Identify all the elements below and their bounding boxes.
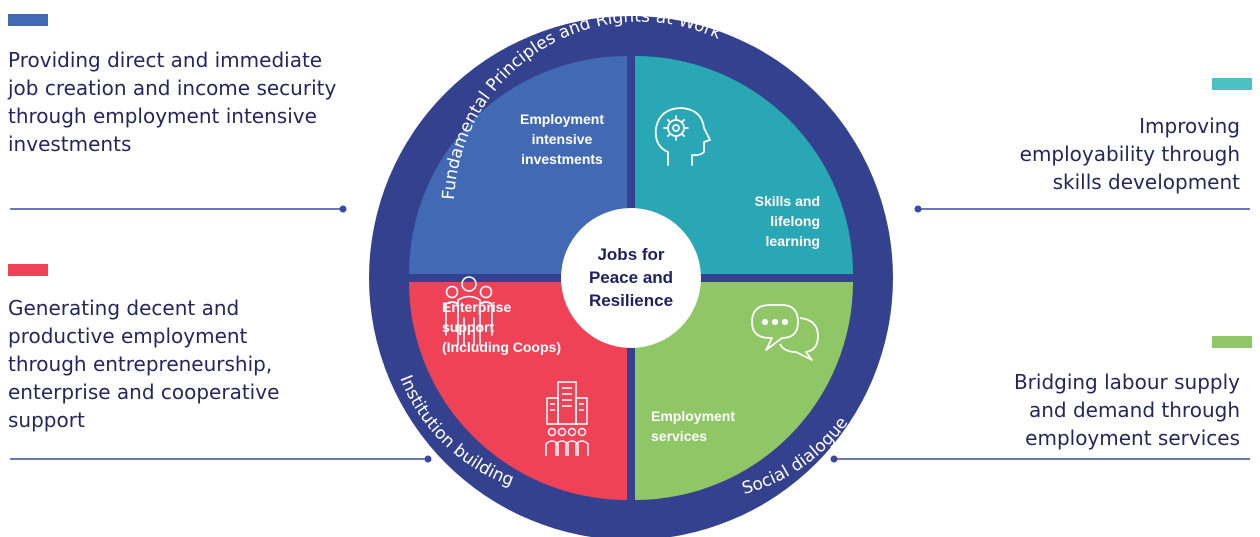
description-line: investments — [8, 132, 132, 156]
description-line: support — [8, 408, 85, 432]
quadrant-label-line: lifelong — [770, 213, 820, 229]
swatch-top-left — [8, 14, 48, 26]
swatch-bottom-right — [1212, 336, 1252, 348]
description-line: through employment intensive — [8, 104, 317, 128]
description-bottom-right: Bridging labour supply and demand throug… — [1014, 368, 1240, 452]
connector-dot — [830, 455, 838, 463]
quadrant-employment-intensive — [409, 56, 627, 274]
quadrant-label-line: Enterprise — [442, 299, 511, 315]
description-bottom-left: Generating decent and productive employm… — [8, 294, 279, 434]
description-line: Bridging labour supply — [1013, 370, 1240, 394]
quadrant-label-line: support — [442, 319, 494, 335]
quadrant-label-line: Employment — [520, 111, 604, 127]
description-line: employment services — [1025, 426, 1240, 450]
description-line: employability through — [1019, 142, 1240, 166]
description-line: and demand through — [1028, 398, 1240, 422]
description-line: productive employment — [8, 324, 248, 348]
description-top-left: Providing direct and immediate job creat… — [8, 46, 336, 158]
description-line: job creation and income security — [8, 76, 337, 100]
swatch-bottom-left — [8, 264, 48, 276]
quadrant-label-line: Employment — [651, 408, 735, 424]
connector-dot — [424, 455, 432, 463]
connector-dot — [339, 205, 347, 213]
connector-dot — [914, 205, 922, 213]
quadrant-skills — [635, 56, 853, 274]
quadrant-label-line: (Including Coops) — [442, 339, 561, 355]
connector-lines — [10, 205, 1250, 463]
description-top-right: Improving employability through skills d… — [1020, 112, 1240, 196]
quadrant-label-line: investments — [521, 151, 603, 167]
quadrant-label-line: intensive — [532, 131, 593, 147]
swatch-top-right — [1212, 78, 1252, 90]
description-line: Generating decent and — [8, 296, 240, 320]
chat-bubbles-icon — [751, 304, 819, 361]
description-line: enterprise and cooperative — [8, 380, 280, 404]
center-circle — [561, 208, 701, 348]
center-label-line: Peace and — [589, 268, 673, 287]
description-line: through entrepreneurship, — [8, 352, 273, 376]
people-group-icon — [445, 276, 493, 346]
description-line: Providing direct and immediate — [8, 48, 323, 72]
description-line: Improving — [1139, 114, 1240, 138]
quadrant-label-line: services — [651, 428, 707, 444]
center-label-line: Resilience — [589, 291, 673, 310]
building-people-icon — [545, 381, 589, 456]
center-label-line: Jobs for — [597, 245, 664, 264]
quadrants — [409, 56, 853, 500]
quadrant-label-line: Skills and — [755, 193, 820, 209]
quadrant-employment-services — [635, 282, 853, 500]
head-gear-icon — [654, 107, 711, 166]
quadrant-label-line: learning — [766, 233, 820, 249]
description-line: skills development — [1052, 170, 1240, 194]
